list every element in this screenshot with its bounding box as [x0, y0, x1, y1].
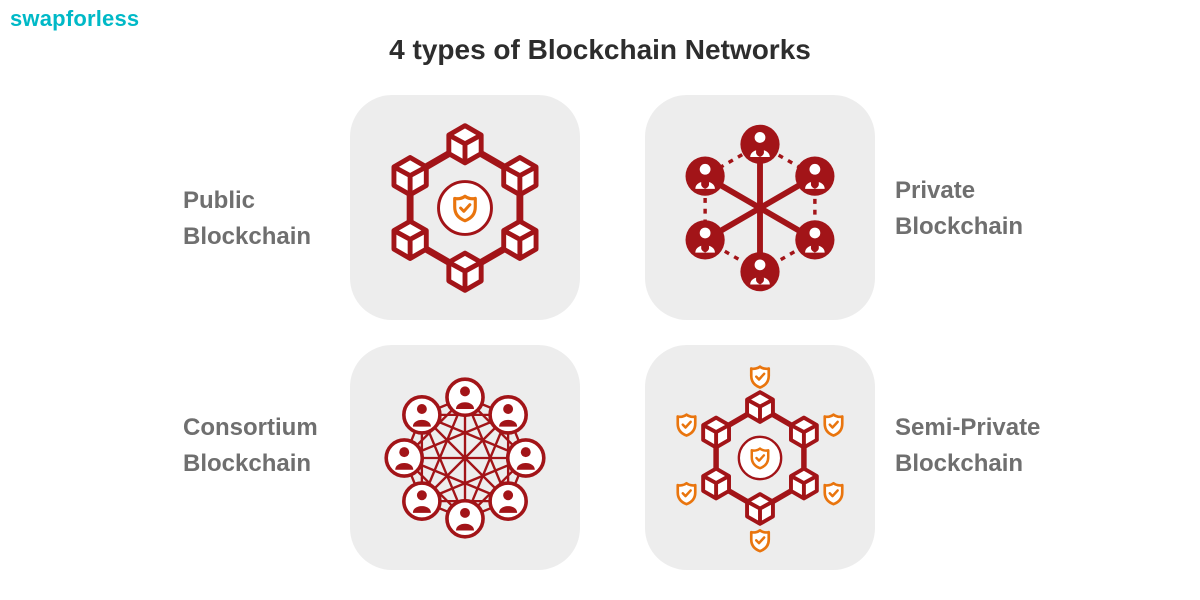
swapforless-logo: swapforless	[10, 6, 140, 31]
public-blockchain-icon	[367, 110, 563, 306]
label-semi-private-blockchain: Semi-Private Blockchain	[895, 410, 1040, 482]
semi-private-blockchain-icon	[676, 364, 844, 552]
card-semi-private-blockchain	[645, 345, 875, 570]
card-public-blockchain	[350, 95, 580, 320]
label-public-blockchain: Public Blockchain	[183, 183, 311, 255]
label-line: Blockchain	[183, 450, 312, 477]
page-title: 4 types of Blockchain Networks	[389, 34, 811, 65]
label-line: Blockchain	[183, 223, 312, 250]
consortium-blockchain-icon	[384, 376, 546, 539]
label-line: Public	[183, 187, 256, 214]
label-private-blockchain: Private Blockchain	[895, 173, 1023, 245]
label-line: Consortium	[183, 414, 318, 441]
card-consortium-blockchain	[350, 345, 580, 570]
label-consortium-blockchain: Consortium Blockchain	[183, 410, 318, 482]
label-line: Blockchain	[895, 450, 1024, 477]
label-line: Blockchain	[895, 213, 1024, 240]
label-line: Private	[895, 177, 976, 204]
label-line: Semi-Private	[895, 414, 1041, 441]
card-private-blockchain	[645, 95, 875, 320]
private-blockchain-icon	[685, 124, 835, 291]
